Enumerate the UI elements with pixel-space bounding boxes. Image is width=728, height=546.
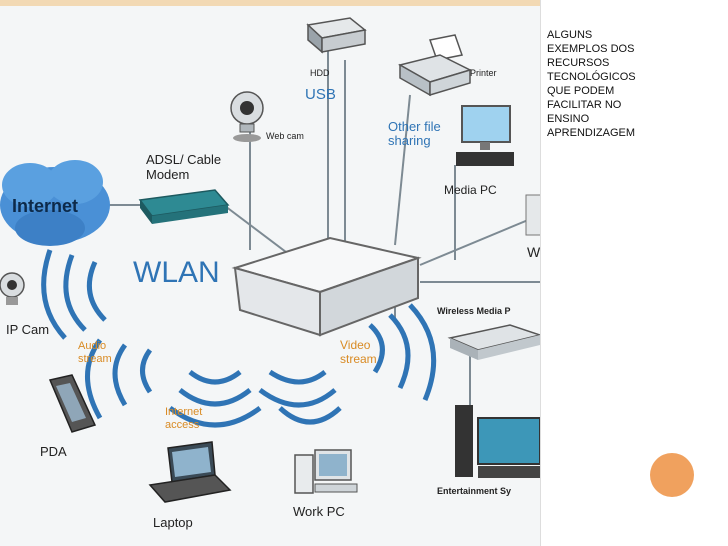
internet-access-label: Internet access <box>165 406 203 431</box>
printer-connector <box>394 94 411 246</box>
caption-line: QUE PODEM <box>547 85 615 97</box>
printer-label: Printer <box>470 68 497 78</box>
wlan-label: WLAN <box>133 256 220 289</box>
ip-cam-label: IP Cam <box>6 322 50 337</box>
w-device-icon <box>525 194 540 236</box>
work-pc-icon <box>294 449 358 494</box>
hdd-icon <box>306 17 367 54</box>
web-cam-icon <box>230 91 264 142</box>
caption-line: TECNOLÓGICOS <box>547 71 636 83</box>
decorative-circle <box>650 453 694 497</box>
caption-line: APRENDIZAGEM <box>547 127 636 139</box>
network-diagram: HDD USB Printer Web cam Other file shari… <box>0 0 540 546</box>
internet-cloud-icon <box>0 160 110 246</box>
usb-label: USB <box>305 86 336 103</box>
media-pc-label: Media PC <box>444 183 497 197</box>
adsl-cable-modem-label: ADSL/ Cable Modem <box>146 152 222 182</box>
entertainment-label: Entertainment Sy <box>437 486 512 496</box>
printer-icon <box>397 34 473 97</box>
internet-label: Internet <box>12 196 79 216</box>
adsl-modem-icon <box>138 189 230 224</box>
wifi-waves-lower-left <box>85 338 153 420</box>
top-accent-bar <box>0 0 540 6</box>
work-pc-label: Work PC <box>293 504 345 519</box>
wifi-waves-bottom <box>168 369 342 428</box>
wifi-waves-left <box>41 249 107 340</box>
other-file-sharing-label: Other file sharing <box>388 119 441 148</box>
caption-line: ENSINO <box>547 113 590 125</box>
w-label: W <box>527 244 540 260</box>
wireless-media-player-icon <box>447 324 540 360</box>
top-accent-overlay <box>0 0 540 6</box>
panel-divider <box>540 0 541 546</box>
w-connector <box>419 214 540 266</box>
slide-caption: ALGUNS EXEMPLOS DOS RECURSOS TECNOLÓGICO… <box>547 28 707 140</box>
caption-line: ALGUNS <box>547 29 593 41</box>
wifi-waves-right <box>368 303 437 401</box>
wireless-router-icon <box>231 236 422 337</box>
entertainment-system-icon <box>455 405 540 478</box>
caption-line: FACILITAR NO <box>547 99 622 111</box>
hdd-label: HDD <box>310 68 330 78</box>
wireless-media-label: Wireless Media P <box>437 306 511 316</box>
web-cam-label: Web cam <box>266 131 304 141</box>
caption-line: RECURSOS <box>547 57 610 69</box>
laptop-icon <box>148 441 232 503</box>
ip-cam-icon <box>0 272 25 305</box>
laptop-label: Laptop <box>153 515 193 530</box>
media-pc-icon <box>456 105 514 166</box>
caption-line: EXEMPLOS DOS <box>547 43 635 55</box>
diagram-graphics <box>0 17 540 503</box>
audio-stream-label: Audio stream <box>78 340 112 365</box>
video-stream-label: Video stream <box>340 338 377 366</box>
pda-icon <box>48 374 97 433</box>
pda-label: PDA <box>40 444 67 459</box>
modem-connector <box>224 205 291 256</box>
